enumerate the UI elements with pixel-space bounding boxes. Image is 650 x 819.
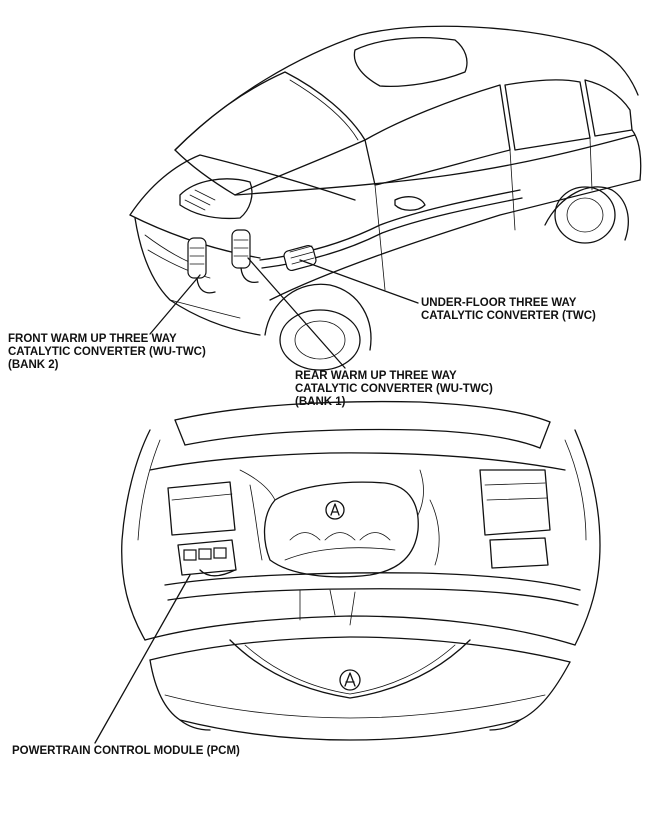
callout-rear-wu-twc: REAR WARM UP THREE WAY CATALYTIC CONVERT… bbox=[295, 370, 493, 409]
callout-underfloor-twc: UNDER-FLOOR THREE WAY CATALYTIC CONVERTE… bbox=[421, 297, 596, 323]
leader-lines-upper bbox=[149, 257, 419, 369]
callout-rear-wu-twc-line-1: REAR WARM UP THREE WAY bbox=[295, 370, 457, 382]
callout-pcm: POWERTRAIN CONTROL MODULE (PCM) bbox=[12, 745, 240, 758]
engine-bay-illustration bbox=[121, 400, 601, 741]
callout-rear-wu-twc-line-2: CATALYTIC CONVERTER (WU-TWC) bbox=[295, 383, 493, 395]
callout-front-wu-twc-line-3: (BANK 2) bbox=[8, 359, 59, 371]
callout-underfloor-twc-line-2: CATALYTIC CONVERTER (TWC) bbox=[421, 310, 596, 322]
pcm-shape bbox=[177, 539, 237, 577]
leader-line-lower bbox=[94, 574, 191, 744]
callout-rear-wu-twc-line-3: (BANK 1) bbox=[295, 396, 346, 408]
callout-underfloor-twc-line-1: UNDER-FLOOR THREE WAY bbox=[421, 297, 577, 309]
rear-converter-shape bbox=[231, 229, 259, 284]
callout-front-wu-twc-line-1: FRONT WARM UP THREE WAY bbox=[8, 333, 177, 345]
callout-front-wu-twc: FRONT WARM UP THREE WAY CATALYTIC CONVER… bbox=[8, 333, 206, 372]
callout-front-wu-twc-line-2: CATALYTIC CONVERTER (WU-TWC) bbox=[8, 346, 206, 358]
underfloor-converter-shape bbox=[283, 244, 317, 272]
callout-pcm-line-1: POWERTRAIN CONTROL MODULE (PCM) bbox=[12, 745, 240, 757]
suv-illustration bbox=[129, 25, 642, 371]
